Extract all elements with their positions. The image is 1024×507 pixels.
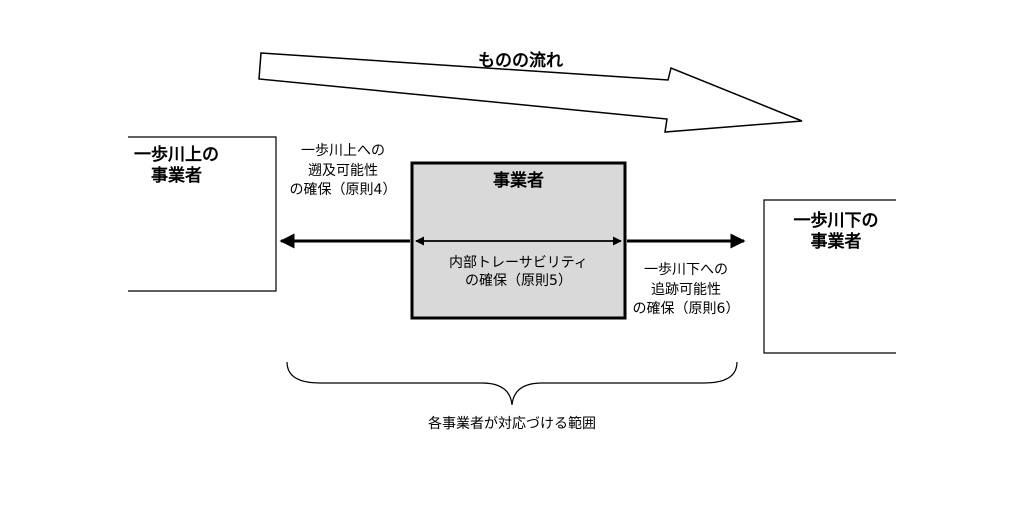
- internal-traceability-label: 内部トレーサビリティ の確保（原則5）: [412, 255, 625, 290]
- scope-brace: [286, 361, 738, 406]
- downstream-business-line-1: 一歩川下の: [793, 211, 879, 231]
- flow-arrow: [258, 52, 803, 133]
- flow-label: ものの流れ: [478, 51, 563, 71]
- downstream-trace-line-2: 追跡可能性: [651, 281, 721, 298]
- downstream-trace-label: 一歩川下への 追跡可能性 の確保（原則6）: [620, 261, 752, 320]
- upstream-trace-label: 一歩川上への 遡及可能性 の確保（原則4）: [278, 142, 408, 201]
- upstream-business-box: [128, 136, 277, 292]
- downstream-trace-line-3: の確保（原則6）: [632, 301, 740, 318]
- internal-traceability-line-1: 内部トレーサビリティ: [449, 255, 588, 271]
- upstream-business-label: 一歩川上の 事業者: [134, 145, 219, 188]
- downstream-trace-line-1: 一歩川下への: [644, 262, 728, 278]
- scope-label: 各事業者が対応づける範囲: [428, 416, 596, 432]
- upstream-trace-line-3: の確保（原則4）: [289, 182, 397, 199]
- downstream-business-line-2: 事業者: [810, 232, 862, 253]
- upstream-trace-line-2: 遡及可能性: [308, 162, 378, 179]
- downstream-business-box: [763, 199, 896, 354]
- upstream-trace-line-1: 一歩川上への: [301, 143, 385, 159]
- upstream-business-line-2: 事業者: [151, 166, 202, 187]
- internal-traceability-line-2: の確保（原則5）: [465, 272, 572, 289]
- upstream-business-line-1: 一歩川上の: [134, 145, 219, 165]
- downstream-business-label: 一歩川下の 事業者: [770, 211, 902, 254]
- business-title: 事業者: [493, 171, 544, 191]
